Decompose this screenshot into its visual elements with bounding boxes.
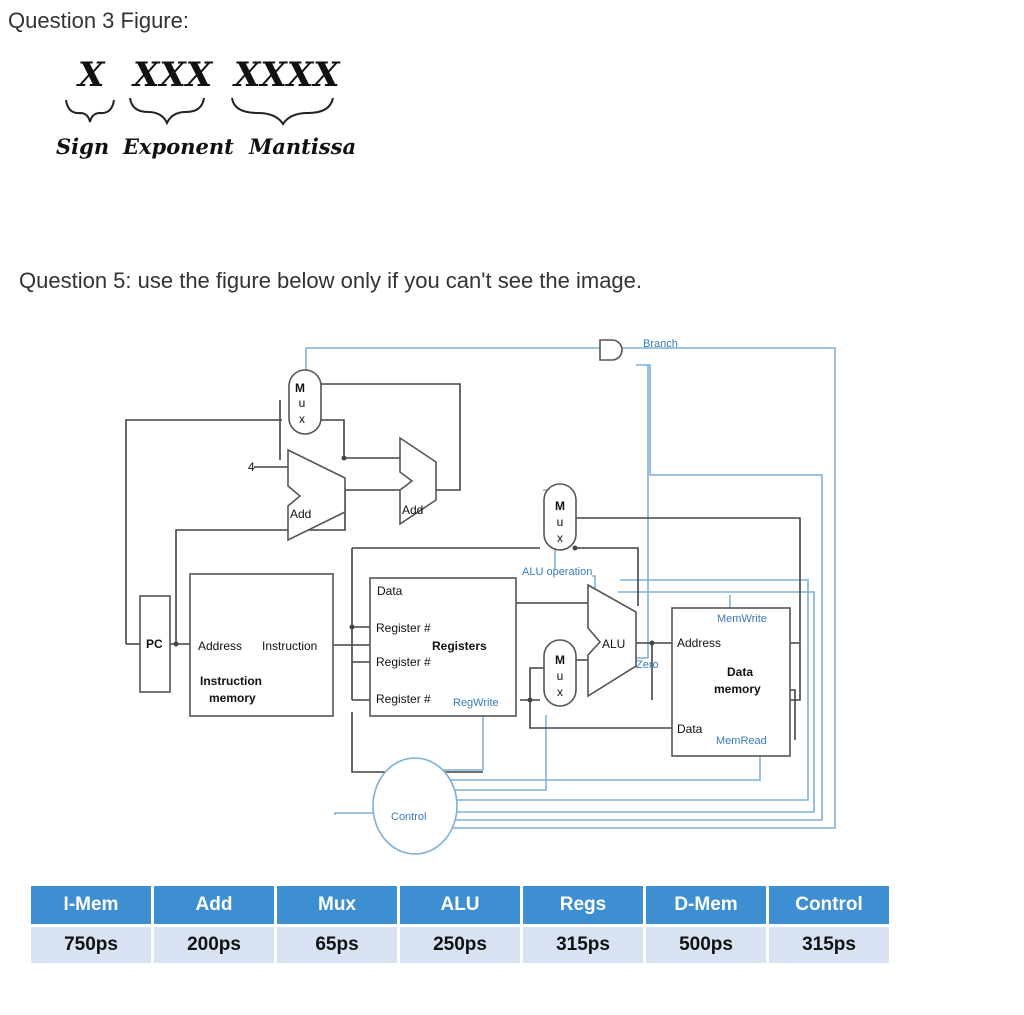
exponent-brace — [129, 97, 205, 126]
im-instruction-label: Instruction — [262, 639, 317, 653]
memwrite-label: MemWrite — [717, 613, 767, 625]
header-alu: ALU — [400, 886, 520, 924]
alu-src-mux-letter-x: x — [557, 531, 563, 545]
latency-header-row: I-Mem Add Mux ALU Regs D-Mem Control — [31, 886, 889, 924]
dm-address-label: Address — [677, 636, 721, 650]
alu-src-mux — [543, 483, 577, 551]
wb-mux-letter-u: u — [557, 669, 564, 683]
latency-table: I-Mem Add Mux ALU Regs D-Mem Control 750… — [28, 883, 892, 966]
regwrite-label: RegWrite — [453, 697, 499, 709]
rf-register-1: Register # — [376, 621, 431, 635]
alu-operation-label: ALU operation — [522, 566, 592, 578]
question-5-heading: Question 5: use the figure below only if… — [19, 268, 643, 293]
branch-adder-label: Add — [402, 503, 423, 517]
branch-adder — [399, 436, 437, 526]
register-file — [369, 577, 517, 717]
pc-register — [139, 595, 171, 693]
value-regs: 315ps — [523, 927, 643, 963]
sign-label: Sign — [56, 134, 110, 159]
alu-label: ALU — [602, 637, 625, 651]
branch-and-gate — [599, 339, 623, 361]
pc-adder — [287, 448, 346, 542]
pc-mux — [288, 369, 322, 435]
value-mux: 65ps — [277, 927, 397, 963]
sign-brace — [65, 99, 115, 123]
zero-label: Zero — [636, 659, 659, 671]
dm-title-line2: memory — [714, 682, 761, 696]
im-address-label: Address — [198, 639, 242, 653]
dm-title-line1: Data — [727, 665, 753, 679]
pc-label: PC — [146, 637, 163, 651]
registers-title: Registers — [432, 639, 487, 653]
sign-field: X — [78, 55, 105, 95]
pc-mux-letter-u: u — [299, 396, 306, 410]
wb-mux-letter-m: M — [555, 653, 565, 667]
header-dmem: D-Mem — [646, 886, 766, 924]
control-lines — [305, 347, 836, 829]
mantissa-brace — [231, 97, 334, 126]
value-add: 200ps — [154, 927, 274, 963]
rf-data-label: Data — [377, 584, 403, 598]
pc-mux-letter-m: M — [295, 381, 305, 395]
control-unit — [372, 757, 458, 855]
mantissa-label: Mantissa — [249, 134, 357, 159]
alu-shape — [587, 583, 637, 698]
alu-src-mux-letter-u: u — [557, 515, 564, 529]
data-memory — [671, 607, 791, 757]
value-alu: 250ps — [400, 927, 520, 963]
control-label: Control — [391, 811, 426, 823]
rf-register-2: Register # — [376, 655, 431, 669]
writeback-mux — [543, 639, 577, 707]
pc-adder-label: Add — [290, 507, 311, 521]
value-imem: 750ps — [31, 927, 151, 963]
wb-mux-letter-x: x — [557, 685, 563, 699]
rf-register-3: Register # — [376, 692, 431, 706]
mantissa-field: XXXX — [234, 55, 340, 95]
four-constant: 4 — [248, 460, 255, 474]
header-mux: Mux — [277, 886, 397, 924]
question-3-heading: Question 3 Figure: — [8, 8, 189, 33]
format-braces — [65, 97, 334, 126]
exponent-field: XXX — [133, 55, 213, 95]
header-regs: Regs — [523, 886, 643, 924]
branch-label: Branch — [643, 338, 678, 350]
memread-label: MemRead — [716, 735, 767, 747]
datapath-diagram: Branch M u x M u x M u x 4 Add Add PC Ad… — [125, 338, 836, 855]
pc-mux-letter-x: x — [299, 412, 305, 426]
instruction-memory — [189, 573, 334, 717]
im-title-line2: memory — [209, 691, 256, 705]
alu-src-mux-letter-m: M — [555, 499, 565, 513]
exponent-label: Exponent — [123, 134, 234, 159]
latency-value-row: 750ps 200ps 65ps 250ps 315ps 500ps 315ps — [31, 927, 889, 963]
header-control: Control — [769, 886, 889, 924]
im-title-line1: Instruction — [200, 674, 262, 688]
header-imem: I-Mem — [31, 886, 151, 924]
header-add: Add — [154, 886, 274, 924]
dm-data-label: Data — [677, 722, 703, 736]
value-control: 315ps — [769, 927, 889, 963]
dots — [173, 455, 655, 703]
value-dmem: 500ps — [646, 927, 766, 963]
